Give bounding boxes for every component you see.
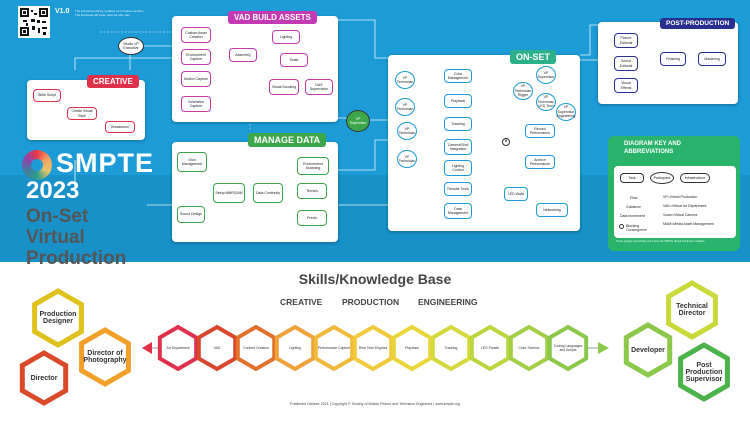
scale-node[interactable]: Scale (280, 53, 308, 67)
tracking-node[interactable]: Tracking (444, 117, 472, 131)
data-continuity-node[interactable]: Data Continuity (253, 183, 283, 203)
environment-scanning-node[interactable]: Environment Scanning (297, 157, 329, 175)
skill-label: Lighting (289, 345, 301, 350)
key-abbr-vcam: Vcam=Virtual Camera (663, 213, 698, 217)
main-title-line-2: Virtual (26, 227, 85, 248)
skills-title: Skills/Knowledge Base (298, 271, 452, 287)
finishing-node[interactable]: Finishing (660, 52, 686, 66)
color-management-node[interactable]: Color Management (444, 69, 472, 83)
record-performance-node[interactable]: Record Performance (525, 124, 555, 138)
skill-label: Playback (405, 345, 419, 350)
vp-technician-node-3[interactable]: VP Technician (397, 122, 417, 140)
post-production-title: POST-PRODUCTION (660, 18, 736, 29)
key-abbr-vp: VP=Virtual Production (663, 195, 698, 199)
left-role-label: Production Designer (39, 311, 77, 325)
remote-tools-node[interactable]: Remote Tools (444, 182, 472, 196)
skill-category-creative: CREATIVE (280, 297, 323, 307)
left-role-label: Director (30, 374, 58, 382)
key-infrastructure-tag: Infrastructure (680, 173, 710, 183)
lighting-control-node[interactable]: Lighting Control (444, 160, 472, 176)
skill-label: Real Time Engines (358, 345, 388, 350)
main-title-line-3: Production (26, 248, 127, 269)
main-title: On-Set Virtual Production (26, 206, 126, 269)
convergence-icon: × (502, 138, 510, 146)
vp-supervisor-engineering-node[interactable]: VP Supervisor Engineering (556, 103, 576, 121)
skill-label: Art Department (166, 345, 190, 350)
year-title: 2023 (26, 177, 80, 204)
skill-label: VAD (213, 345, 221, 350)
diagram-key-title: DIAGRAM KEY AND ABBREVIATIONS (624, 141, 682, 155)
right-role-label: Technical Director (676, 303, 708, 317)
key-note: These images and articles come from the … (616, 240, 706, 243)
key-task-tag: Task (620, 173, 644, 183)
picture-editorial-node[interactable]: Picture Editorial (614, 33, 638, 48)
version-label: V1.0 (55, 8, 70, 15)
data-management-node[interactable]: Data Management (444, 203, 472, 219)
main-title-line-1: On-Set (26, 206, 89, 227)
version-note: The interactive library updates at url b… (75, 9, 144, 17)
vp-technician-node-1[interactable]: VP Technician (395, 71, 415, 89)
sound-editorial-node[interactable]: Sound Editorial (614, 56, 638, 71)
skill-label: Coding Languages and Scripts (553, 343, 583, 352)
onset-panel (388, 55, 580, 231)
skill-label: Performance Capture (317, 345, 351, 350)
skill-category-production: PRODUCTION (342, 297, 400, 307)
create-visual-style-node[interactable]: Create Visual Style (67, 107, 97, 120)
setup-mmr-dam-node[interactable]: Setup MMR/DAM (213, 183, 245, 203)
techvis-node[interactable]: Techvis (297, 183, 327, 199)
vp-technician-rigger-node[interactable]: VP Technician Rigger (513, 82, 533, 100)
vp-technician-led-tech-node[interactable]: VP Technician LED Tech (536, 93, 556, 111)
smpte-logo-icon (22, 150, 52, 180)
networking-node[interactable]: Networking (536, 203, 568, 217)
flow-connectors (74, 19, 598, 206)
footer-text: Published October 2021 | Copyright © Soc… (290, 402, 460, 406)
onset-title: ON-SET (510, 50, 557, 64)
vp-technician-node-2[interactable]: VP Technician (395, 98, 415, 116)
vp-supervisor-onset-node[interactable]: VP Supervisor (536, 66, 556, 84)
manage-data-title: MANAGE DATA (248, 133, 327, 147)
skill-label: LED Panels (481, 345, 499, 350)
breakdown-node[interactable]: Breakdown (105, 121, 135, 133)
left-role-label: Director of Photography (83, 350, 127, 364)
key-guidance: Guidance (626, 205, 641, 209)
playback-node[interactable]: Playback (444, 94, 472, 108)
key-flow: Flow (630, 196, 638, 200)
vad-title: VAD BUILD ASSETS (228, 11, 317, 24)
key-blocking-convergence: Blocking Convergence (626, 224, 647, 232)
das-supervision-node[interactable]: DAS Supervision (305, 79, 333, 95)
studio-vp-executive-node[interactable]: Studio VP Executive (118, 37, 144, 55)
key-participant-tag: Participant (650, 172, 674, 184)
custom-asset-creation-node[interactable]: Custom Asset Creation (181, 27, 211, 43)
vp-technician-node-4[interactable]: VP Technician (397, 150, 417, 168)
skill-label: Color Science (518, 345, 540, 350)
right-role-label: Developer (631, 346, 665, 354)
key-data-movement: Data movement (620, 214, 645, 218)
assembly-node[interactable]: Assembly (229, 48, 257, 62)
creative-title: CREATIVE (87, 75, 139, 88)
motion-capture-node[interactable]: Motion Capture (181, 71, 211, 87)
camera-shot-integration-node[interactable]: Camera/Shot Integration (444, 139, 472, 155)
skill-label: Tracking (444, 345, 458, 350)
archive-performance-node[interactable]: Archive Performance (525, 155, 555, 169)
key-abbr-mam: MAM=Media Asset Management (663, 222, 714, 226)
smpte-wordmark: SMPTE (56, 148, 155, 178)
key-abbr-vad: VAD=Virtual Art Department (663, 204, 707, 208)
lighting-node[interactable]: Lighting (272, 30, 300, 44)
visual-effects-node[interactable]: Visual Effects (614, 78, 638, 93)
mastering-node[interactable]: Mastering (698, 52, 726, 66)
led-walls-node[interactable]: LED Walls (504, 187, 528, 201)
visual-scouting-node[interactable]: Visual Scouting (269, 79, 299, 95)
right-role-label: Post Production Supervisor (685, 361, 723, 383)
skill-category-engineering: ENGINEERING (418, 297, 478, 307)
key-convergence-icon (619, 224, 624, 229)
qr-code-icon[interactable] (18, 6, 50, 38)
volumetric-capture-node[interactable]: Volumetric Capture (181, 96, 211, 112)
skill-label: Content Creation (243, 345, 269, 350)
environment-capture-node[interactable]: Environment Capture (181, 49, 211, 65)
shot-management-node[interactable]: Shot Management (177, 152, 207, 172)
sound-design-node[interactable]: Sound Design (177, 206, 205, 223)
previs-node[interactable]: Previs (297, 210, 327, 226)
vp-supervisor-node[interactable]: VP Supervisor (346, 110, 370, 132)
write-script-node[interactable]: Write Script (33, 89, 61, 102)
